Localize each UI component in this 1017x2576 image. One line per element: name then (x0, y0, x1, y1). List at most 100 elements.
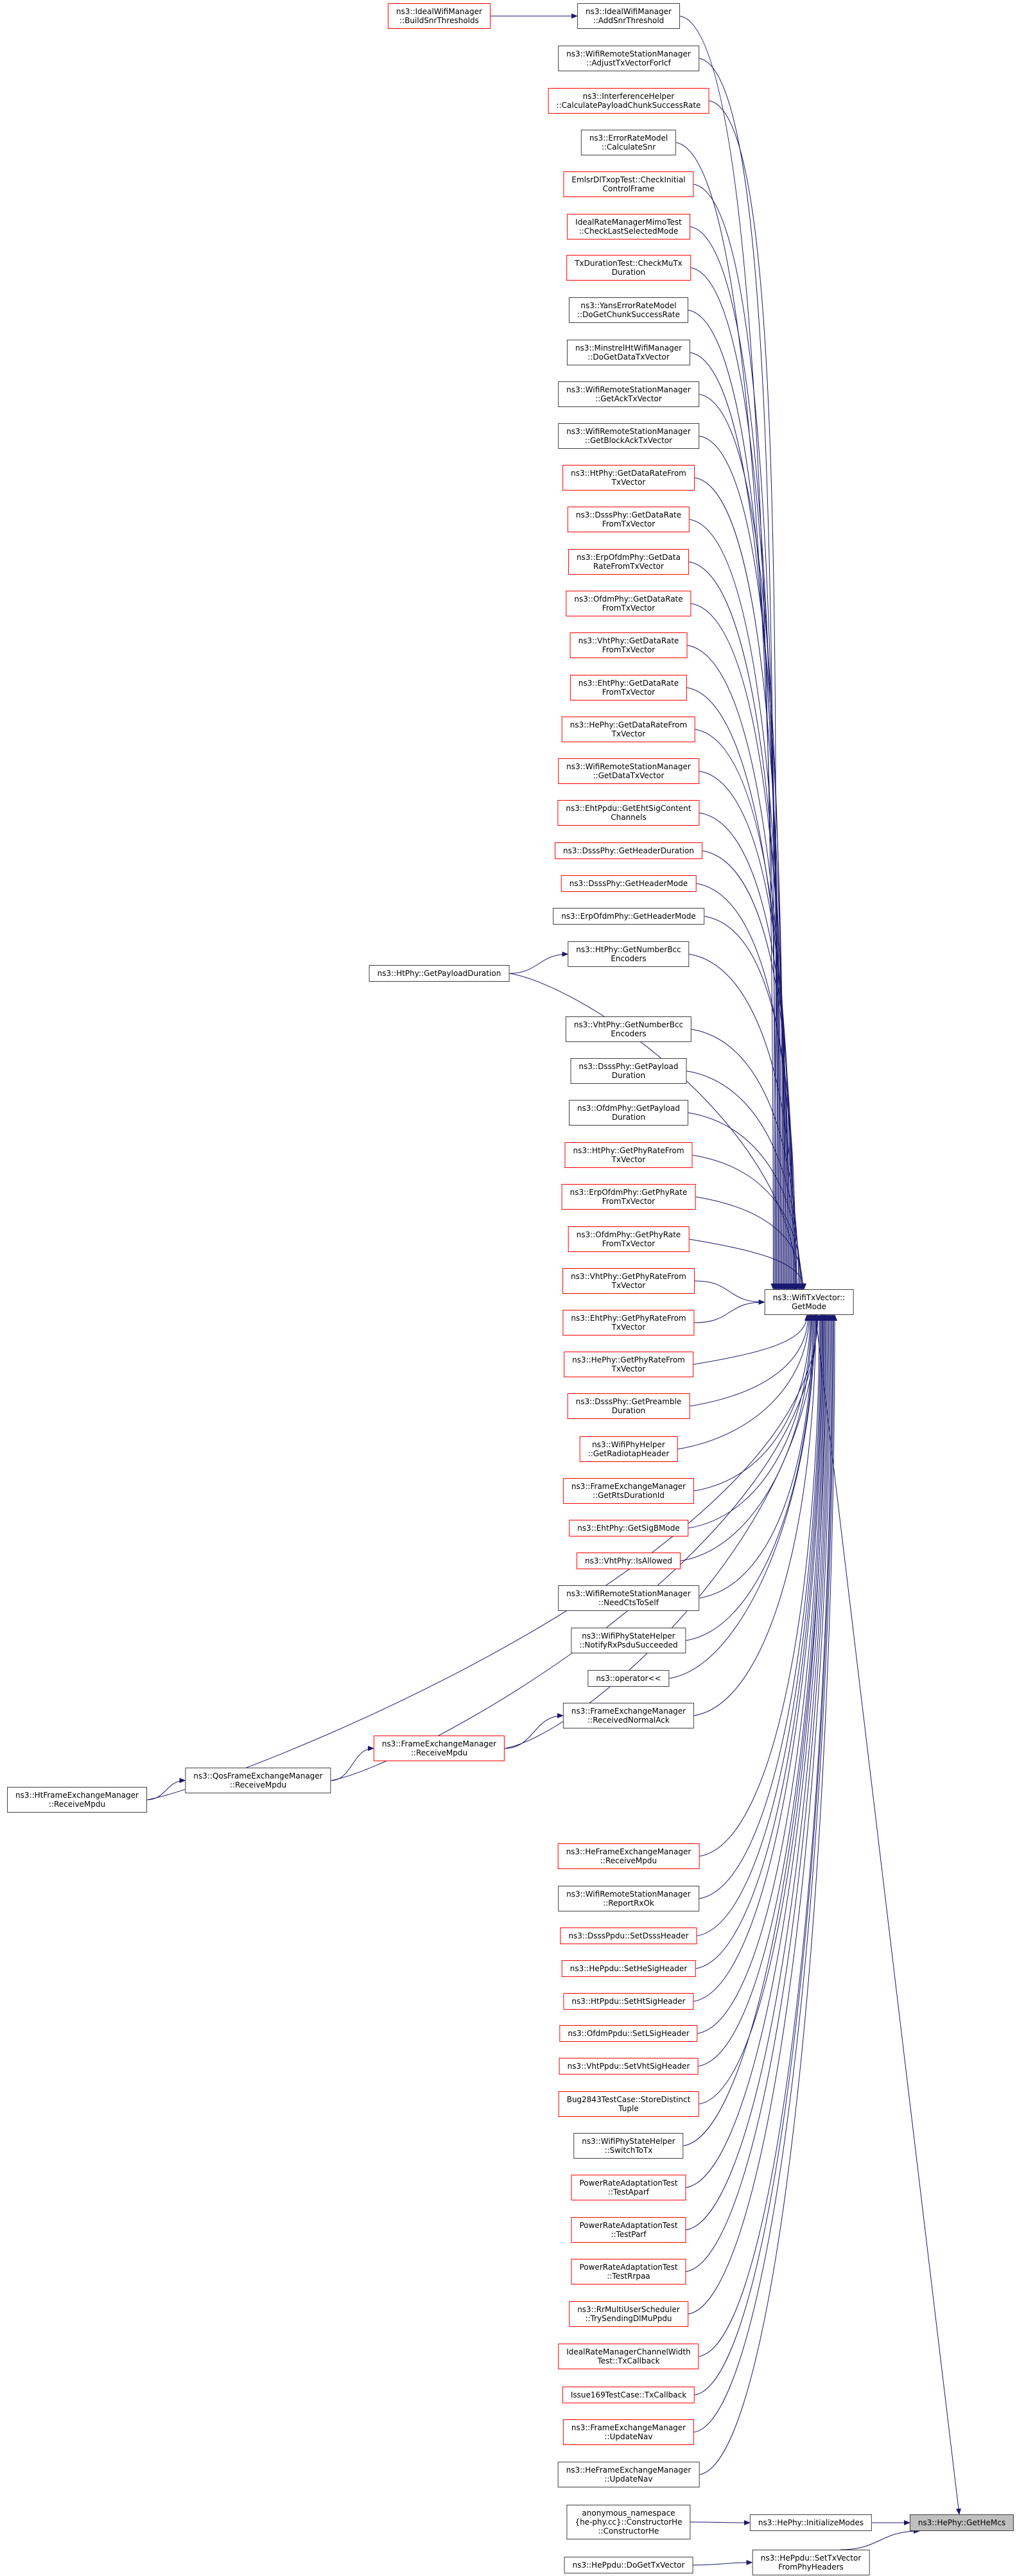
node-ns3-wifiremotestationmanager-adjusttxvectorforicf[interactable]: ns3::WifiRemoteStationManager ::AdjustTx… (558, 46, 699, 71)
edge-to-getmode (688, 561, 790, 1290)
node-ns3-erpofdmphy-getheadermode[interactable]: ns3::ErpOfdmPhy::GetHeaderMode (553, 908, 704, 925)
edge-to-getmode (696, 883, 798, 1290)
node-ns3-operator[interactable]: ns3::operator<< (587, 1670, 670, 1687)
edge-to-getmode (688, 309, 783, 1290)
node-ns3-minstrelhtwifimanager-dogetdatatxvector[interactable]: ns3::MinstrelHtWifiManager ::DoGetDataTx… (566, 340, 691, 365)
edge-to-getmode (699, 1314, 816, 1599)
node-ns3-ehtppdu-getehtsigcontentchannels[interactable]: ns3::EhtPpdu::GetEhtSigContent Channels (557, 800, 700, 826)
node-ns3-htframeexchangemanager-receivempdu[interactable]: ns3::HtFrameExchangeManager ::ReceiveMpd… (7, 1787, 147, 1813)
node-ns3-frameexchangemanager-getrtsdurationid[interactable]: ns3::FrameExchangeManager ::GetRtsDurati… (562, 1478, 695, 1504)
node-ns3-wifiremotestationmanager-reportrxok[interactable]: ns3::WifiRemoteStationManager ::ReportRx… (558, 1886, 699, 1911)
node-ns3-vhtphy-isallowed[interactable]: ns3::VhtPhy::IsAllowed (576, 1553, 681, 1569)
edge-to-getmode (146, 1314, 821, 1800)
node-ns3-wifiremotestationmanager-needctstoself[interactable]: ns3::WifiRemoteStationManager ::NeedCtsT… (558, 1585, 699, 1611)
node-powerrateadaptationtest-testparf[interactable]: PowerRateAdaptationTest ::TestParf (571, 2217, 686, 2243)
node-emlsrdltxoptest-checkinitialcontrolframe[interactable]: EmlsrDlTxopTest::CheckInitial ControlFra… (563, 171, 694, 197)
node-ns3-htphy-getnumberbccencoders[interactable]: ns3::HtPhy::GetNumberBcc Encoders (568, 941, 690, 967)
edge-to-getmode (689, 953, 799, 1290)
node-ns3-heppdu-settxvectorfromphyheaders[interactable]: ns3::HePpdu::SetTxVector FromPhyHeaders (752, 2550, 870, 2575)
node-idealratemanagermimotest-checklastselectedmode[interactable]: IdealRateManagerMimoTest ::CheckLastSele… (567, 214, 690, 239)
edge-to-getmode (698, 1314, 828, 2067)
node-ns3-htphy-getpayloadduration[interactable]: ns3::HtPhy::GetPayloadDuration (369, 965, 510, 982)
call-edge (146, 1778, 186, 1800)
node-ns3-hephy-gethemcs[interactable]: ns3::HePhy::GetHeMcs (909, 2514, 1014, 2531)
node-ns3-dsssphy-getdataratefromtxvector[interactable]: ns3::DsssPhy::GetDataRate FromTxVector (567, 507, 690, 532)
edge-to-getmode (679, 15, 776, 1290)
node-txdurationtest-checkmutxduration[interactable]: TxDurationTest::CheckMuTx Duration (566, 255, 691, 281)
node-ns3-htphy-getphyratefromtxvector[interactable]: ns3::HtPhy::GetPhyRateFrom TxVector (564, 1142, 693, 1168)
node-powerrateadaptationtest-testrrpaa[interactable]: PowerRateAdaptationTest ::TestRrpaa (571, 2259, 686, 2284)
node-ns3-yanserrorratemodel-dogetchunksuccessrate[interactable]: ns3::YansErrorRateModel ::DoGetChunkSucc… (568, 297, 689, 323)
node-ns3-ehtphy-getsigbmode[interactable]: ns3::EhtPhy::GetSigBMode (569, 1520, 688, 1536)
node-ns3-dsssphy-getheaderduration[interactable]: ns3::DsssPhy::GetHeaderDuration (555, 842, 702, 859)
node-ns3-hephy-getphyratefromtxvector[interactable]: ns3::HePhy::GetPhyRateFrom TxVector (564, 1352, 693, 1377)
node-ns3-erpofdmphy-getdataratefromtxvector[interactable]: ns3::ErpOfdmPhy::GetData RateFromTxVecto… (568, 549, 689, 575)
node-ns3-errorratemodel-calculatesnr[interactable]: ns3::ErrorRateModel ::CalculateSnr (580, 130, 677, 155)
node-anonymous-namespace-he-phy-cc-constructorhe-constructorhe[interactable]: anonymous_namespace {he-phy.cc}::Constru… (566, 2505, 691, 2539)
call-edge (693, 2560, 753, 2566)
node-ns3-qosframeexchangemanager-receivempdu[interactable]: ns3::QosFrameExchangeManager ::ReceiveMp… (185, 1768, 331, 1793)
edge-to-getmode (695, 1314, 825, 1969)
node-ns3-interferencehelper-calculatepayloadchunksuccessrate[interactable]: ns3::InterferenceHelper ::CalculatePaylo… (548, 88, 709, 114)
edge-to-getmode (699, 1314, 823, 1899)
node-ns3-heppdu-dogettxvector[interactable]: ns3::HePpdu::DoGetTxVector (564, 2557, 693, 2573)
node-bug2843testcase-storedistincttuple[interactable]: Bug2843TestCase::StoreDistinct Tuple (558, 2091, 699, 2117)
node-ns3-ofdmppdu-setlsigheader[interactable]: ns3::OfdmPpdu::SetLSigHeader (559, 2025, 698, 2042)
node-ns3-ehtphy-getphyratefromtxvector[interactable]: ns3::EhtPhy::GetPhyRateFrom TxVector (562, 1310, 695, 1336)
node-ns3-ehtphy-getdataratefromtxvector[interactable]: ns3::EhtPhy::GetDataRate FromTxVector (569, 675, 688, 701)
edge-to-getmode (699, 1314, 828, 2105)
node-ns3-frameexchangemanager-updatenav[interactable]: ns3::FrameExchangeManager ::UpdateNav (562, 2419, 695, 2445)
node-ns3-wifiremotestationmanager-getdatatxvector[interactable]: ns3::WifiRemoteStationManager ::GetDataT… (558, 758, 699, 784)
edge-to-getmode (699, 1314, 838, 2475)
node-ns3-idealwifimanager-buildsnrthresholds[interactable]: ns3::IdealWifiManager ::BuildSnrThreshol… (388, 3, 491, 29)
call-edge (504, 1713, 564, 1749)
node-ns3-hephy-getdataratefromtxvector[interactable]: ns3::HePhy::GetDataRateFrom TxVector (561, 717, 696, 742)
edge-to-getmode (692, 1154, 804, 1290)
node-issue169testcase-txcallback[interactable]: Issue169TestCase::TxCallback (562, 2387, 695, 2403)
edge-to-getmode (687, 645, 792, 1290)
node-ns3-htphy-getdataratefromtxvector[interactable]: ns3::HtPhy::GetDataRateFrom TxVector (562, 465, 695, 491)
node-ns3-wifitxvector-getmode[interactable]: ns3::WifiTxVector:: GetMode (764, 1289, 854, 1315)
node-ns3-wifiphystatehelper-notifyrxpsdusucceeded[interactable]: ns3::WifiPhyStateHelper ::NotifyRxPsduSu… (571, 1628, 686, 1653)
node-ns3-wifiremotestationmanager-getacktxvector[interactable]: ns3::WifiRemoteStationManager ::GetAckTx… (558, 381, 699, 407)
node-ns3-frameexchangemanager-receivempdu[interactable]: ns3::FrameExchangeManager ::ReceiveMpdu (373, 1736, 505, 1761)
node-ns3-heframeexchangemanager-receivempdu[interactable]: ns3::HeFrameExchangeManager ::ReceiveMpd… (557, 1843, 700, 1869)
node-ns3-heppdu-sethesigheader[interactable]: ns3::HePpdu::SetHeSigHeader (561, 1960, 696, 1977)
node-ns3-wifiremotestationmanager-getblockacktxvector[interactable]: ns3::WifiRemoteStationManager ::GetBlock… (558, 423, 699, 449)
node-ns3-rrmultiuserscheduler-trysendingdlmuppdu[interactable]: ns3::RrMultiUserScheduler ::TrySendingDl… (569, 2301, 688, 2327)
call-edge (331, 1746, 374, 1781)
node-ns3-ofdmphy-getdataratefromtxvector[interactable]: ns3::OfdmPhy::GetDataRate FromTxVector (566, 591, 691, 616)
node-ns3-vhtppdu-setvhtsigheader[interactable]: ns3::VhtPpdu::SetVhtSigHeader (559, 2058, 699, 2075)
edge-to-getmode (694, 477, 788, 1290)
node-ns3-vhtphy-getphyratefromtxvector[interactable]: ns3::VhtPhy::GetPhyRateFrom TxVector (562, 1268, 695, 1294)
call-edge (840, 2528, 920, 2550)
edge-to-getmode (693, 184, 780, 1290)
edge-to-getmode (691, 603, 791, 1290)
call-edge (509, 952, 569, 974)
node-ns3-dsssphy-getheadermode[interactable]: ns3::DsssPhy::GetHeaderMode (561, 875, 697, 892)
edge-to-getmode (693, 1314, 819, 1716)
node-ns3-heframeexchangemanager-updatenav[interactable]: ns3::HeFrameExchangeManager ::UpdateNav (557, 2462, 700, 2487)
edge-to-getmode (689, 1239, 807, 1290)
node-ns3-frameexchangemanager-receivednormalack[interactable]: ns3::FrameExchangeManager ::ReceivedNorm… (562, 1703, 695, 1728)
node-idealratemanagerchannelwidthtest-txcallback[interactable]: IdealRateManagerChannelWidth Test::TxCal… (558, 2344, 699, 2369)
node-ns3-dsssppdu-setdsssheader[interactable]: ns3::DsssPpdu::SetDsssHeader (560, 1928, 697, 1944)
node-ns3-htppdu-sethtsigheader[interactable]: ns3::HtPpdu::SetHtSigHeader (563, 1993, 694, 2010)
edge-to-getmode (697, 1314, 826, 2034)
node-ns3-wifiphyhelper-getradiotapheader[interactable]: ns3::WifiPhyHelper ::GetRadiotapHeader (579, 1436, 678, 1462)
node-powerrateadaptationtest-testaparf[interactable]: PowerRateAdaptationTest ::TestAparf (571, 2175, 686, 2200)
node-ns3-idealwifimanager-addsnrthreshold[interactable]: ns3::IdealWifiManager ::AddSnrThreshold (577, 3, 680, 29)
node-ns3-ofdmphy-getphyratefromtxvector[interactable]: ns3::OfdmPhy::GetPhyRate FromTxVector (568, 1226, 690, 1252)
edge-to-getmode (694, 1314, 836, 2396)
edge-to-getmode (699, 1314, 835, 2357)
node-ns3-wifiphystatehelper-switchtotx[interactable]: ns3::WifiPhyStateHelper ::SwitchToTx (573, 2133, 684, 2159)
node-ns3-ofdmphy-getpayloadduration[interactable]: ns3::OfdmPhy::GetPayload Duration (569, 1100, 688, 1126)
node-ns3-dsssphy-getpayloadduration[interactable]: ns3::DsssPhy::GetPayload Duration (570, 1058, 687, 1084)
edge-to-getmode (688, 1314, 833, 2315)
node-ns3-vhtphy-getdataratefromtxvector[interactable]: ns3::VhtPhy::GetDataRate FromTxVector (569, 632, 688, 658)
node-ns3-dsssphy-getpreambleduration[interactable]: ns3::DsssPhy::GetPreamble Duration (567, 1393, 690, 1419)
node-ns3-hephy-initializemodes[interactable]: ns3::HePhy::InitializeModes (749, 2514, 873, 2531)
node-ns3-vhtphy-getnumberbccencoders[interactable]: ns3::VhtPhy::GetNumberBcc Encoders (565, 1016, 692, 1042)
node-ns3-erpofdmphy-getphyratefromtxvector[interactable]: ns3::ErpOfdmPhy::GetPhyRate FromTxVector (561, 1184, 696, 1210)
edge-to-getmode (699, 394, 786, 1290)
